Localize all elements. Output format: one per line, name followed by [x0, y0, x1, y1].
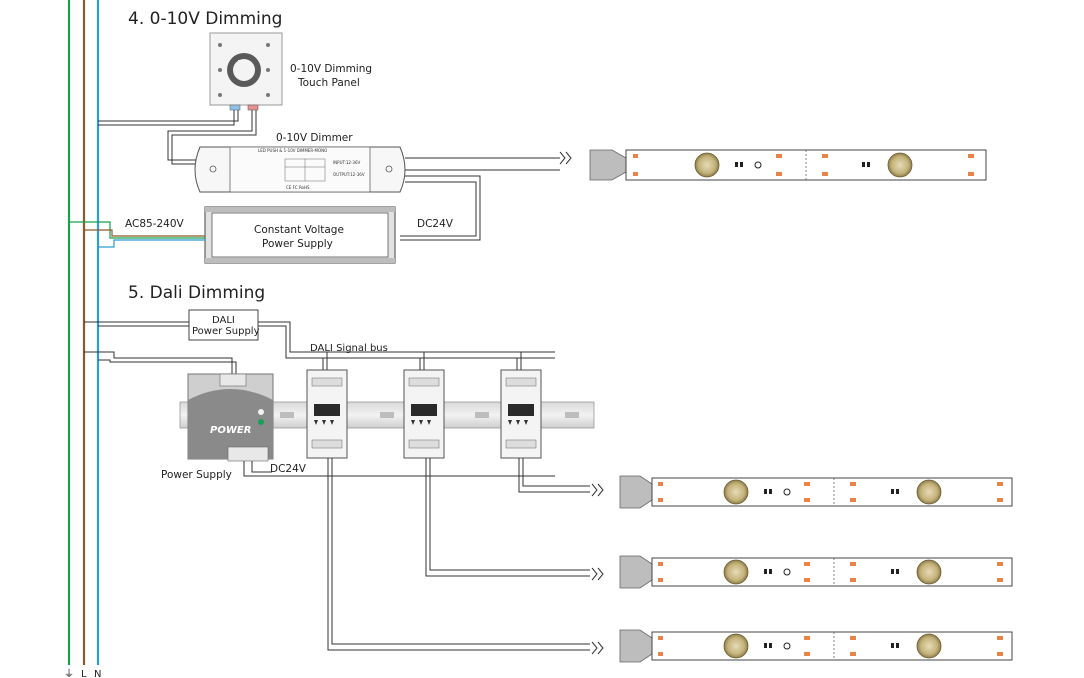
dimmer-output-wires — [400, 157, 560, 241]
psu-title-2: Power Supply — [262, 238, 333, 250]
psu-title-1: Constant Voltage — [254, 224, 344, 236]
dc24v-bus — [243, 461, 555, 477]
led-strip-1 — [559, 149, 987, 181]
dali-bus-label: DALI Signal bus — [310, 343, 388, 354]
led-icon — [723, 479, 749, 505]
led-icon — [916, 633, 942, 659]
dimmer-label: 0-10V Dimmer — [276, 132, 353, 144]
earth-symbol: ⏚ — [64, 668, 74, 678]
touch-panel-label-1: 0-10V Dimming — [290, 63, 372, 75]
led-icon — [916, 559, 942, 585]
section-4-title: 4. 0-10V Dimming — [128, 9, 282, 29]
dc24v-label-bottom: DC24V — [270, 463, 307, 475]
mains-legend: ⏚ L N — [64, 668, 101, 678]
ac-input-wires — [69, 221, 205, 248]
status-led-icon — [258, 409, 264, 415]
svg-text:LED PUSH & 1-10V DIMMER-MONO: LED PUSH & 1-10V DIMMER-MONO — [258, 148, 327, 153]
touch-panel-label-2: Touch Panel — [297, 77, 360, 89]
dc24v-label-top: DC24V — [417, 218, 454, 230]
led-icon — [887, 152, 913, 178]
dali-decoder-3 — [500, 369, 542, 459]
led-icon — [723, 633, 749, 659]
live-label: L — [81, 669, 87, 678]
led-strip-3 — [591, 555, 1013, 589]
svg-text:OUTPUT:12-36V: OUTPUT:12-36V — [333, 172, 365, 177]
dali-decoder-2 — [403, 369, 445, 459]
svg-text:CE FC RoHS: CE FC RoHS — [286, 185, 310, 190]
panel-wires — [98, 110, 257, 165]
led-icon — [694, 152, 720, 178]
svg-text:INPUT:12-36V: INPUT:12-36V — [333, 160, 360, 165]
mains-wires — [67, 0, 100, 665]
section-5-title: 5. Dali Dimming — [128, 283, 265, 303]
dali-power-supply — [188, 309, 259, 341]
neutral-label: N — [94, 669, 101, 678]
dali-psu-label-1: DALI — [212, 315, 235, 326]
status-led-icon — [258, 419, 264, 425]
dali-bus-drops — [322, 352, 522, 370]
power-supply-label: Power Supply — [161, 469, 232, 481]
dali-decoder-1 — [306, 369, 348, 459]
decoder-output-wires — [327, 458, 590, 651]
led-strip-2 — [591, 475, 1013, 509]
power-module — [187, 373, 274, 462]
psu-ac-wires — [84, 351, 237, 375]
led-icon — [916, 479, 942, 505]
dimmer-0-10v: LED PUSH & 1-10V DIMMER-MONO INPUT:12-36… — [194, 146, 406, 193]
ac-input-label: AC85-240V — [125, 218, 185, 230]
constant-voltage-psu — [204, 206, 396, 264]
touch-panel — [209, 32, 283, 111]
power-word: POWER — [210, 425, 251, 436]
led-strip-4 — [591, 629, 1013, 663]
dali-psu-label-2: Power Supply — [192, 326, 260, 337]
led-icon — [723, 559, 749, 585]
